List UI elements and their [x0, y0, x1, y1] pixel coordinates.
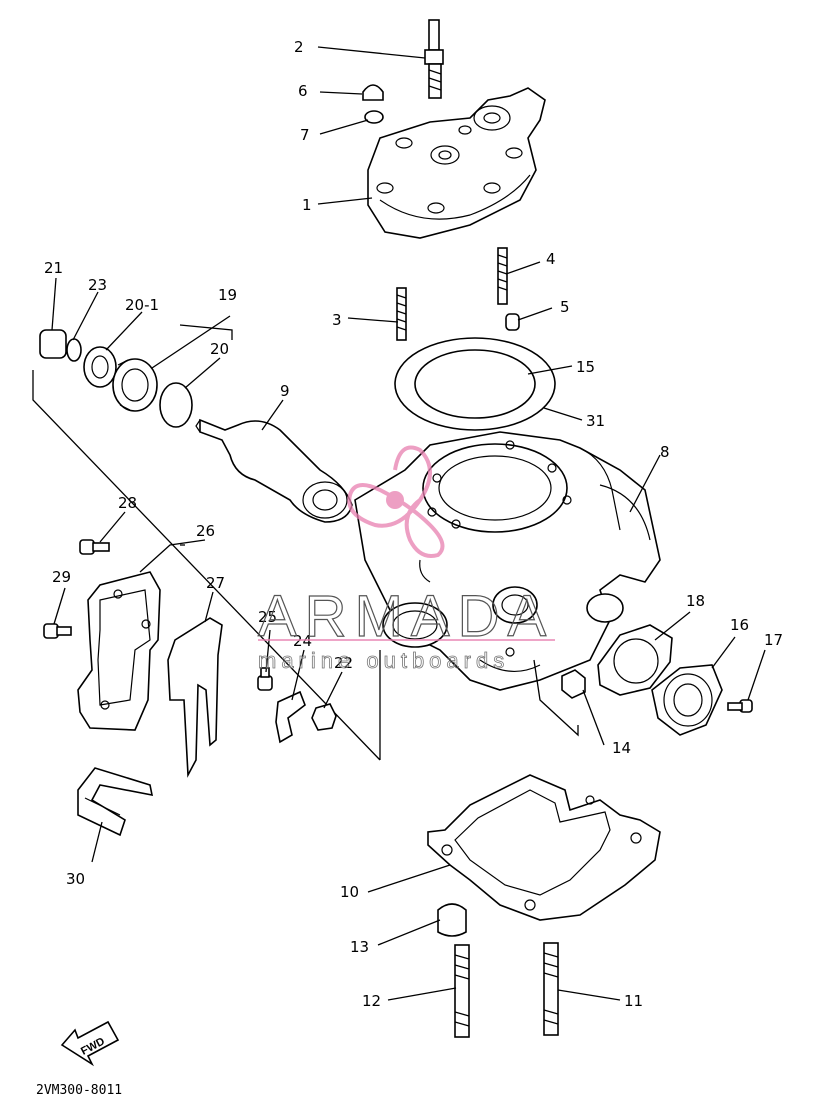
exhaust-gasket-part — [597, 624, 673, 696]
watermark-tagline: marine outboards — [258, 648, 509, 673]
cover-part — [77, 571, 161, 731]
cover-gasket-part — [167, 617, 223, 778]
callout-12: 12 — [362, 992, 381, 1010]
callout-29: 29 — [52, 568, 71, 586]
callout-6: 6 — [298, 82, 308, 100]
callout-11: 11 — [624, 992, 643, 1010]
callout-13: 13 — [350, 938, 369, 956]
bolt-29-part — [43, 623, 72, 639]
callout-27: 27 — [206, 574, 225, 592]
spark-plug-part — [424, 19, 444, 99]
callout-28: 28 — [118, 494, 137, 512]
nut-22-part — [311, 703, 337, 731]
clip-part — [275, 690, 306, 744]
callout-19: 19 — [218, 286, 237, 304]
bearing-part — [83, 346, 117, 388]
stud-bolt-3-part — [396, 287, 407, 341]
base-gasket-part — [427, 774, 661, 921]
callout-20-1: 20-1 — [125, 296, 159, 314]
callout-4: 4 — [546, 250, 556, 268]
callout-8: 8 — [660, 443, 670, 461]
bolt-25-part — [257, 667, 273, 691]
callout-9: 9 — [280, 382, 290, 400]
callout-2: 2 — [294, 38, 304, 56]
callout-5: 5 — [560, 298, 570, 316]
exhaust-flange-part — [651, 664, 723, 736]
callout-18: 18 — [686, 592, 705, 610]
guide-part — [77, 767, 154, 837]
armada-logo-icon — [347, 445, 445, 558]
callout-14: 14 — [612, 739, 631, 757]
power-valve-shaft-part — [195, 418, 353, 523]
head-gasket-inner — [414, 349, 536, 419]
callout-21: 21 — [44, 259, 63, 277]
diagram-code: 2VM300-8011 — [36, 1083, 122, 1098]
o-ring-part — [159, 382, 193, 428]
callout-23: 23 — [88, 276, 107, 294]
callout-17: 17 — [764, 631, 783, 649]
watermark-brand: ARMADA — [258, 584, 554, 649]
forward-arrow-icon: FWD — [60, 1020, 120, 1067]
washer-part — [364, 110, 384, 124]
stud-bolt-11-part — [543, 942, 559, 1036]
bushing-part — [39, 329, 67, 359]
callout-22: 22 — [334, 654, 353, 672]
callout-1: 1 — [302, 196, 312, 214]
callout-10: 10 — [340, 883, 359, 901]
nut-14-part — [561, 669, 586, 699]
cap-nut-part — [362, 84, 384, 101]
stud-bolt-4-part — [497, 247, 508, 305]
oil-seal-part — [112, 358, 158, 412]
cylinder-part — [354, 431, 661, 691]
callout-3: 3 — [332, 311, 342, 329]
dowel-13-part — [437, 903, 467, 937]
bolt-28-part — [79, 539, 110, 555]
callout-16: 16 — [730, 616, 749, 634]
callout-30: 30 — [66, 870, 85, 888]
callout-15: 15 — [576, 358, 595, 376]
callout-25: 25 — [258, 608, 277, 626]
o-ring-small-part — [66, 338, 82, 362]
dowel-pin-part — [505, 313, 520, 331]
cylinder-head-part — [367, 87, 546, 239]
callout-7: 7 — [300, 126, 310, 144]
callout-31: 31 — [586, 412, 605, 430]
bolt-17-part — [727, 699, 753, 713]
callout-26: 26 — [196, 522, 215, 540]
stud-bolt-12-part — [454, 944, 470, 1038]
callout-20: 20 — [210, 340, 229, 358]
